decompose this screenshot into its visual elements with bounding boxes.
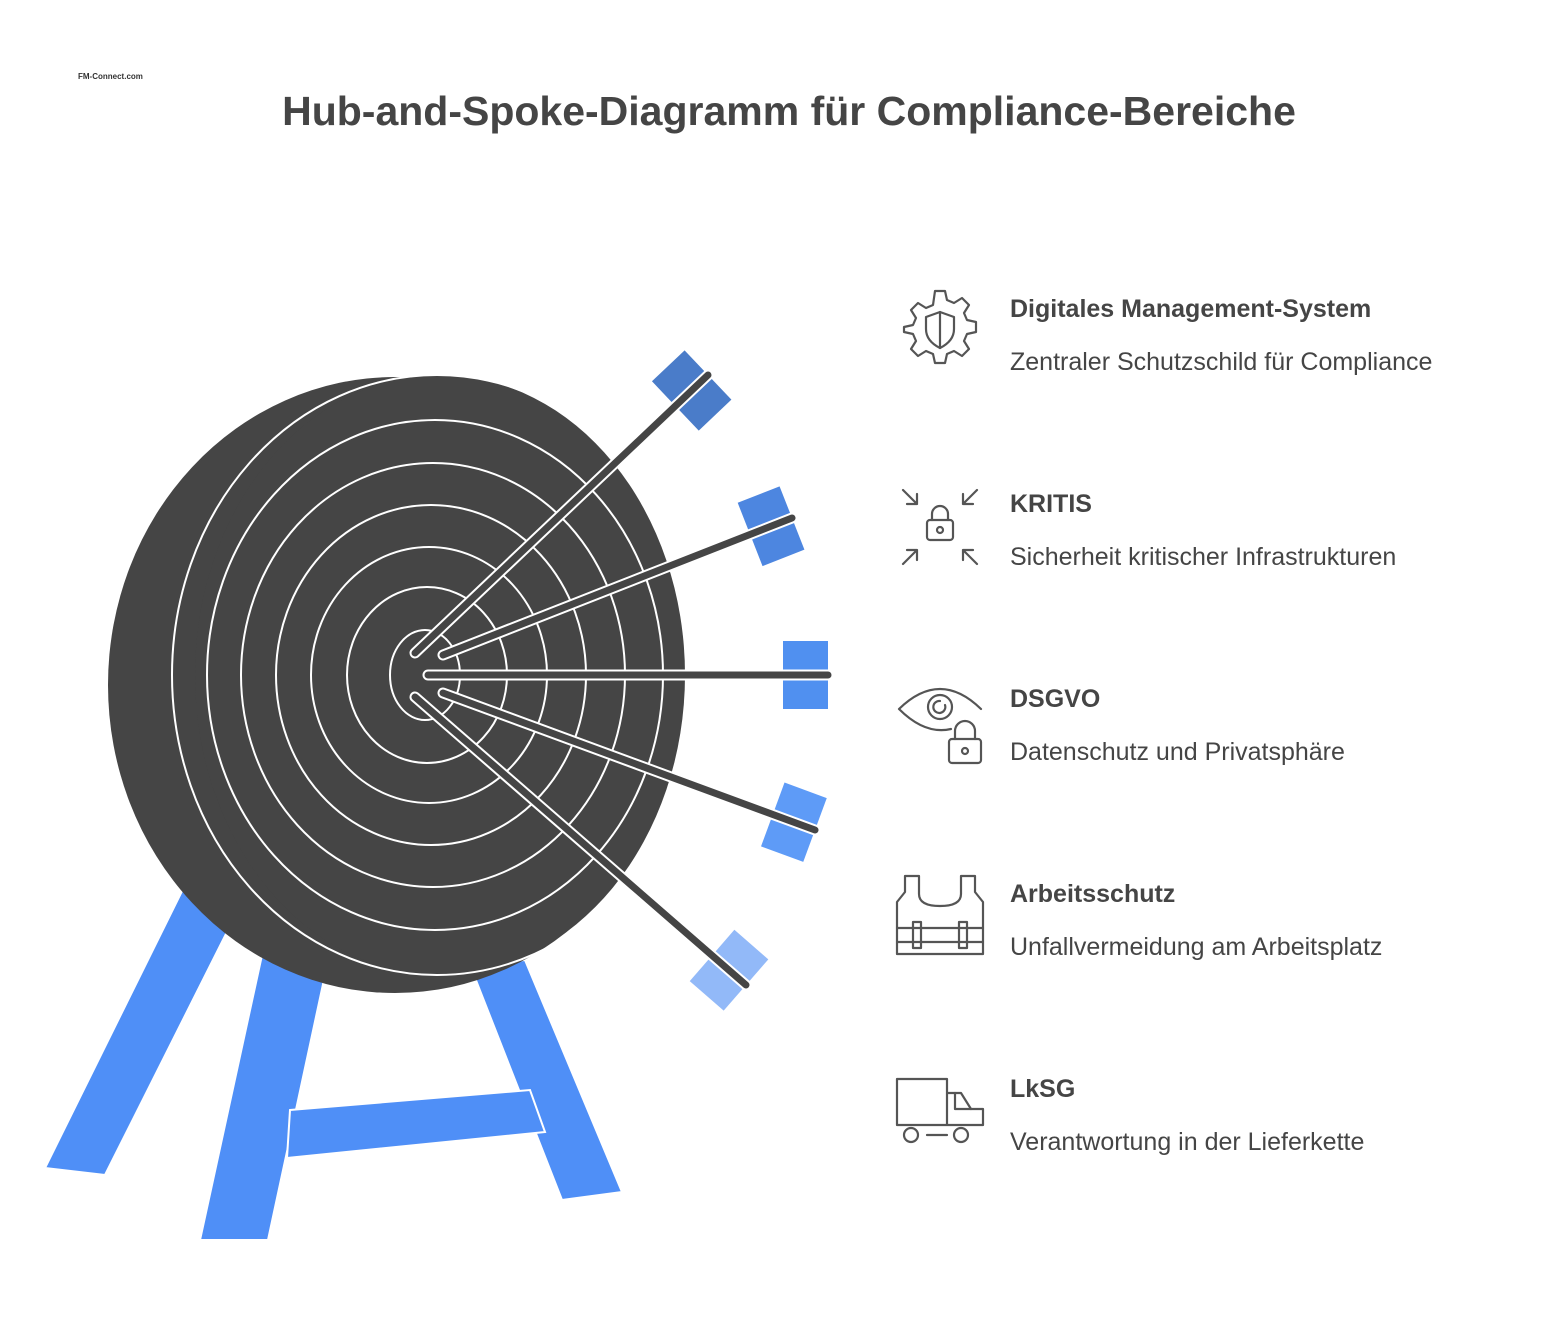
item-description: Verantwortung in der Lieferkette bbox=[1010, 1128, 1365, 1156]
page-title: Hub-and-Spoke-Diagramm für Compliance-Be… bbox=[282, 88, 1296, 134]
item-description: Sicherheit kritischer Infrastrukturen bbox=[1010, 543, 1397, 571]
arrow-fletching bbox=[689, 958, 744, 1011]
arrow-fletching bbox=[678, 377, 732, 431]
compliance-item: DSGVO Datenschutz und Privatsphäre bbox=[895, 685, 1535, 795]
item-title: Digitales Management-System bbox=[1010, 295, 1372, 323]
eye-lock-icon bbox=[897, 688, 983, 765]
item-description: Unfallvermeidung am Arbeitsplatz bbox=[1010, 933, 1383, 961]
arrow-fletching bbox=[651, 350, 706, 404]
item-description: Zentraler Schutzschild für Compliance bbox=[1010, 348, 1433, 376]
arrow-shaft bbox=[411, 371, 712, 657]
arrow-shaft bbox=[439, 689, 819, 834]
truck-icon bbox=[895, 1077, 985, 1144]
arrow-5 bbox=[409, 691, 769, 1011]
compliance-item: KRITIS Sicherheit kritischer Infrastruktu… bbox=[895, 488, 1535, 600]
item-title: LkSG bbox=[1010, 1075, 1076, 1103]
arrow-fletching bbox=[737, 486, 791, 531]
safety-vest-icon bbox=[895, 874, 985, 956]
arrow-fletching bbox=[751, 521, 805, 567]
item-title: DSGVO bbox=[1010, 685, 1101, 713]
item-description: Datenschutz und Privatsphäre bbox=[1010, 738, 1345, 766]
target-illustration bbox=[43, 350, 834, 1241]
arrow-fletching bbox=[783, 679, 828, 709]
stand-legs bbox=[43, 883, 624, 1241]
arrow-4 bbox=[437, 687, 827, 862]
arrow-shaft bbox=[411, 693, 750, 989]
item-title: KRITIS bbox=[1010, 490, 1092, 518]
logo: FM-Connect.com bbox=[78, 72, 143, 81]
arrow-fletching bbox=[714, 929, 769, 982]
lock-arrows-icon bbox=[901, 488, 979, 566]
arrow-shaft bbox=[439, 514, 796, 659]
arrow-fletching bbox=[783, 641, 828, 671]
arrow-1 bbox=[409, 350, 732, 659]
compliance-item: LkSG Verantwortung in der Lieferkette bbox=[895, 1075, 1535, 1185]
item-title: Arbeitsschutz bbox=[1010, 880, 1176, 908]
gear-shield-icon bbox=[902, 289, 978, 365]
arrow-2 bbox=[437, 486, 805, 661]
arrow-3 bbox=[422, 641, 834, 709]
